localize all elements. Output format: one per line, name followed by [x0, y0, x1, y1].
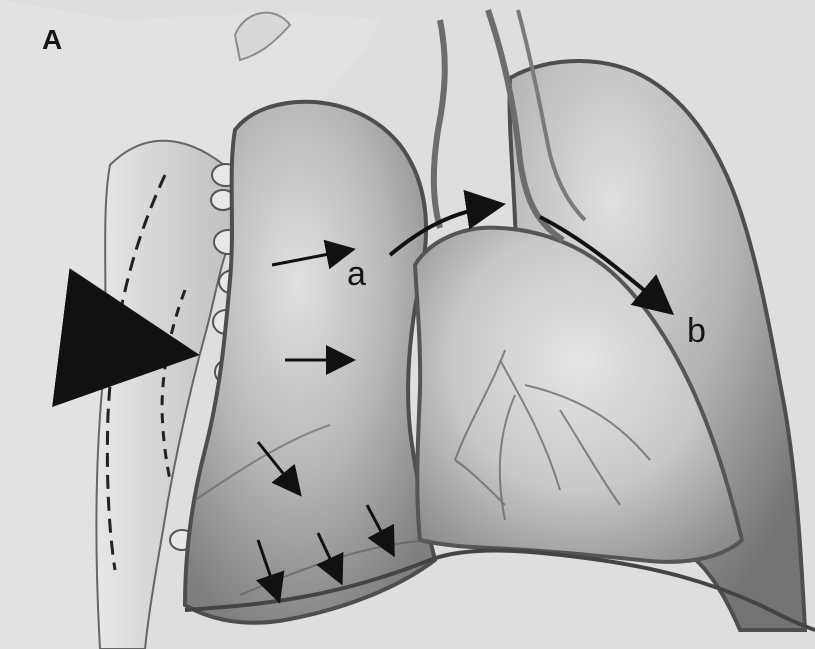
- thick-compression-arrow: [120, 345, 160, 350]
- panel-label: A: [42, 24, 62, 55]
- label-b: b: [687, 312, 706, 350]
- label-a: a: [347, 255, 366, 293]
